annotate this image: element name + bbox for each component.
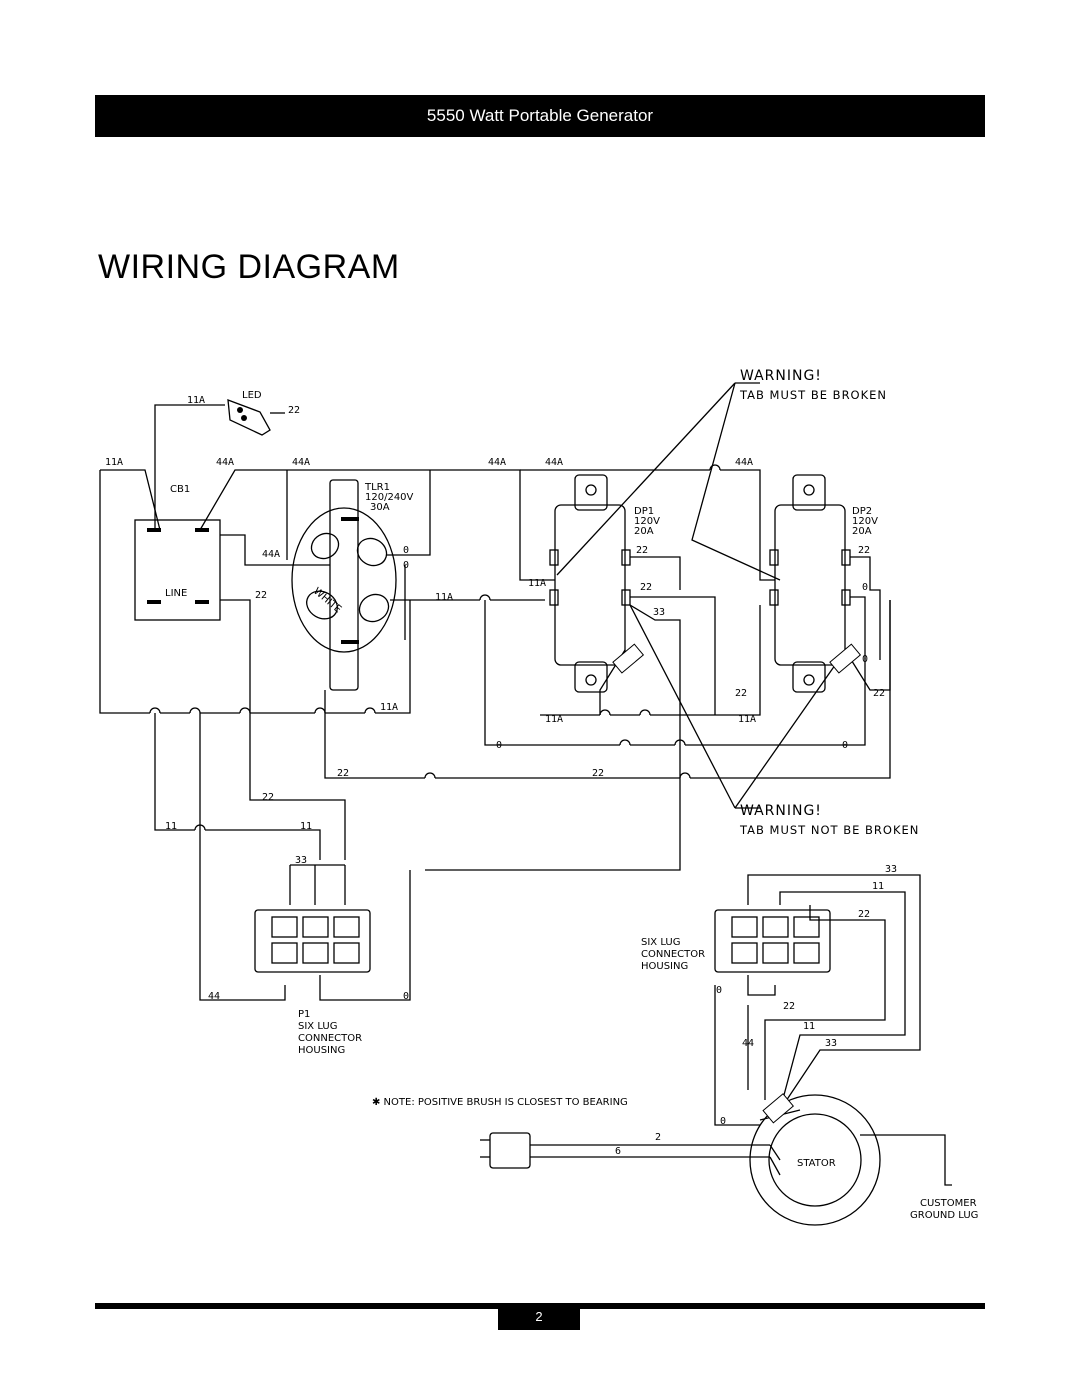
wire-label-22-cb1: 22: [255, 590, 267, 601]
wire-label-0-right: 0: [842, 740, 848, 751]
wire-label-22-right: 22: [858, 909, 870, 920]
wire-label-22-dp2: 22: [858, 545, 870, 556]
wire-label-33-right2: 33: [825, 1038, 837, 1049]
warning-bottom-title: WARNING!: [740, 803, 822, 819]
wire-label-0-stator: 0: [720, 1116, 726, 1127]
tlr-white-label: WHITE: [311, 586, 343, 616]
tlr1-rating: 120/240V: [365, 492, 414, 503]
wire-label-11a-dp2: 11A: [738, 714, 756, 725]
tlr1-name: TLR1: [364, 482, 390, 493]
warning-top-title: WARNING!: [740, 368, 822, 384]
footer-bar-right: [580, 1303, 985, 1309]
wire-label-0-dp2: 0: [862, 582, 868, 593]
wire-label-0-mid: 0: [496, 740, 502, 751]
p1-line1: SIX LUG: [298, 1021, 337, 1032]
wire-label-6: 6: [615, 1146, 621, 1157]
led-label: LED: [242, 390, 262, 401]
page-number: 2: [498, 1303, 580, 1330]
wire-label-0-right2: 0: [716, 985, 722, 996]
wire-label-33-p1: 33: [295, 855, 307, 866]
dp2-rating: 120V: [852, 516, 878, 527]
wire-label-11-mid: 11: [300, 821, 312, 832]
wire-label-11-right2: 11: [803, 1021, 815, 1032]
wire-label-22-left: 22: [262, 792, 274, 803]
dp1-name: DP1: [634, 506, 654, 517]
dp2-name: DP2: [852, 506, 872, 517]
warning-top-text: TAB MUST BE BROKEN: [739, 388, 887, 402]
wire-label-44a-2: 44A: [292, 457, 310, 468]
wire-label-22-dp2c: 22: [735, 688, 747, 699]
warning-bottom-text: TAB MUST NOT BE BROKEN: [739, 823, 919, 837]
wire-label-44a-tlr: 44A: [262, 549, 280, 560]
led-symbol: [227, 399, 271, 436]
cb1-line-label: LINE: [165, 588, 187, 599]
wire-label-44-p1: 44: [208, 991, 220, 1002]
wire-label-0-tlr: 0: [403, 545, 409, 556]
wire-label-22-dp1: 22: [636, 545, 648, 556]
p1-name: P1: [298, 1009, 310, 1020]
cb1-label: CB1: [170, 484, 190, 495]
wire-label-44a-3: 44A: [488, 457, 506, 468]
dp1-rating: 120V: [634, 516, 660, 527]
wire-label-44a-1: 44A: [216, 457, 234, 468]
six-lug-right-line3: HOUSING: [641, 961, 688, 972]
wire-label-44-right: 44: [742, 1038, 754, 1049]
document-title: 5550 Watt Portable Generator: [426, 106, 654, 125]
six-lug-right-line2: CONNECTOR: [641, 949, 705, 960]
wire-label-22-right2: 22: [783, 1001, 795, 1012]
ground-lug-line1: CUSTOMER: [920, 1198, 977, 1209]
wire-label-11a-bottom: 11A: [380, 702, 398, 713]
wire-label-11-right: 11: [872, 881, 884, 892]
wire-label-22-dp1b: 22: [640, 582, 652, 593]
footer-bar-left: [95, 1303, 498, 1309]
tlr1-amps: 30A: [370, 502, 390, 513]
wire-label-11a-left: 11A: [105, 457, 123, 468]
brush-note: ✱ NOTE: POSITIVE BRUSH IS CLOSEST TO BEA…: [372, 1097, 628, 1108]
stator-label: STATOR: [797, 1158, 836, 1169]
wire-label-33-dp1: 33: [653, 607, 665, 618]
wire-label-0-tlr2: 0: [403, 560, 409, 571]
p1-line2: CONNECTOR: [298, 1033, 362, 1044]
wire-label-44a-5: 44A: [735, 457, 753, 468]
wire-label-22-mid2: 22: [592, 768, 604, 779]
wire-label-2: 2: [655, 1132, 661, 1143]
wire-label-22-dp2d: 22: [873, 688, 885, 699]
wire-label-33-right: 33: [885, 864, 897, 875]
p1-line3: HOUSING: [298, 1045, 345, 1056]
wire-label-11-left: 11: [165, 821, 177, 832]
wire-label-11a-led: 11A: [187, 395, 205, 406]
wire-label-11a-dp1b: 11A: [545, 714, 563, 725]
ground-lug-line2: GROUND LUG: [910, 1210, 978, 1221]
wire-label-11a-tlr: 11A: [435, 592, 453, 603]
wire-label-0-dp2b: 0: [862, 654, 868, 665]
header-bar: 5550 Watt Portable Generator: [95, 95, 985, 137]
six-lug-right-line1: SIX LUG: [641, 937, 680, 948]
wire-label-22-mid1: 22: [337, 768, 349, 779]
dp2-amps: 20A: [852, 526, 872, 537]
page-title: WIRING DIAGRAM: [98, 248, 400, 286]
dp1-amps: 20A: [634, 526, 654, 537]
wire-label-22-led: 22: [288, 405, 300, 416]
wire-label-44a-4: 44A: [545, 457, 563, 468]
wire-label-0-p1: 0: [403, 991, 409, 1002]
wire-label-11a-dp1: 11A: [528, 578, 546, 589]
